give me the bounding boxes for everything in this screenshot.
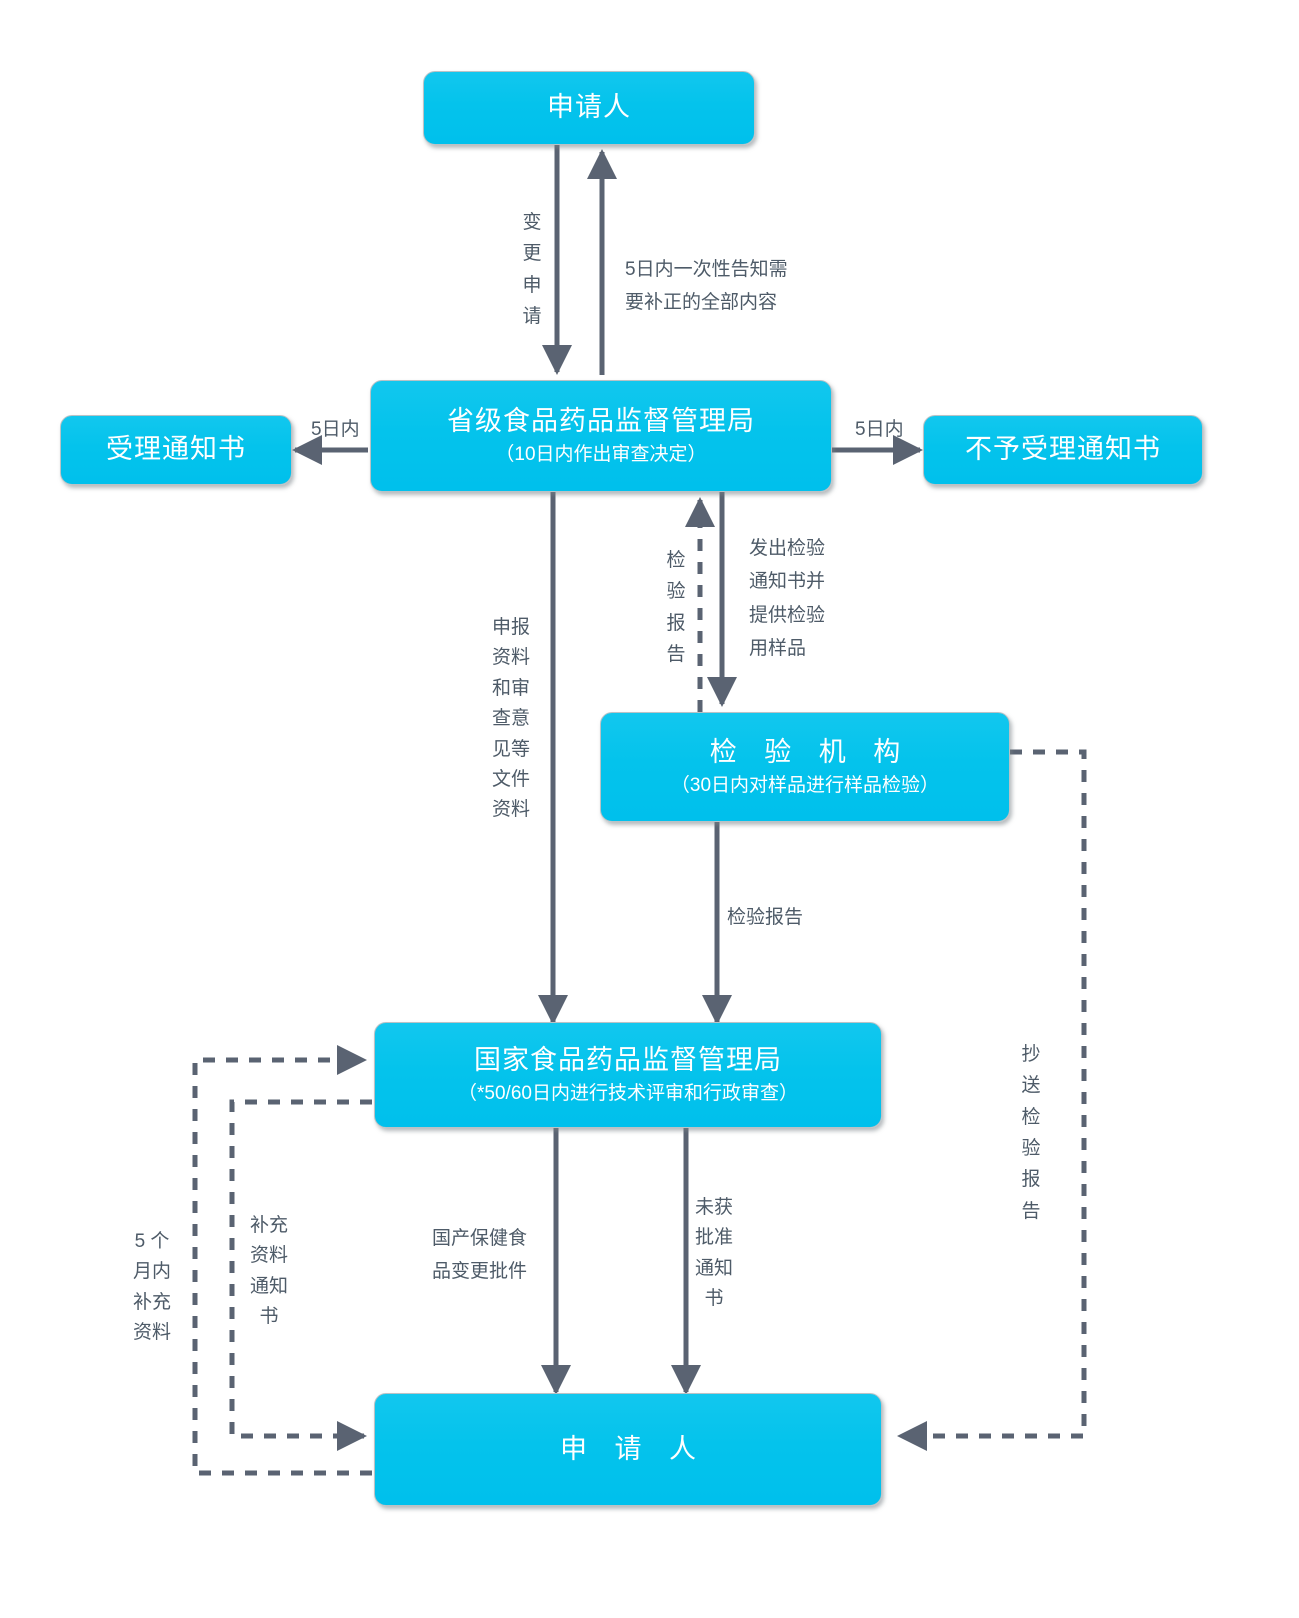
- node-provincial-bureau-subtitle: （10日内作出审查决定）: [495, 443, 707, 465]
- node-national-bureau-subtitle: （*50/60日内进行技术评审和行政审查）: [458, 1082, 798, 1104]
- label-copy-inspection-report: 抄送检验报告: [1021, 1044, 1041, 1222]
- node-rejection-notice[interactable]: 不予受理通知书: [923, 415, 1203, 485]
- label-change-application: 变更申请: [522, 212, 542, 328]
- node-applicant-top[interactable]: 申请人: [423, 71, 755, 145]
- node-inspection-agency[interactable]: 检 验 机 构 （30日内对样品进行样品检验）: [600, 712, 1010, 822]
- label-within-5-days-right: 5日内: [855, 419, 904, 440]
- node-national-bureau[interactable]: 国家食品药品监督管理局 （*50/60日内进行技术评审和行政审查）: [374, 1022, 882, 1128]
- label-supplement-notice: 补充资料通知书: [249, 1215, 288, 1328]
- node-inspection-agency-title: 检 验 机 构: [709, 736, 911, 767]
- node-applicant-bottom-title: 申 请 人: [559, 1433, 706, 1464]
- node-applicant-top-title: 申请人: [547, 92, 631, 123]
- node-rejection-notice-title: 不予受理通知书: [965, 434, 1161, 465]
- node-provincial-bureau-title: 省级食品药品监督管理局: [447, 405, 755, 436]
- label-supplement-in-5-months: 5 个月内补充资料: [132, 1231, 171, 1344]
- label-inspection-report-down: 检验报告: [727, 907, 804, 928]
- edge-supplement-in-5-months: [192, 1045, 372, 1476]
- edge-supplement-notice: [229, 1099, 372, 1451]
- label-within-5-days-left: 5日内: [311, 419, 360, 440]
- label-domestic-approval-doc: 国产保健食品变更批件: [432, 1228, 528, 1283]
- node-national-bureau-title: 国家食品药品监督管理局: [474, 1044, 782, 1075]
- label-declaration-materials: 申报资料和审查意见等文件资料: [491, 617, 530, 821]
- label-not-approved-notice: 未获批准通知书: [694, 1197, 733, 1310]
- node-applicant-bottom[interactable]: 申 请 人: [374, 1393, 882, 1506]
- label-issue-inspection-notice: 发出检验通知书并提供检验用样品: [749, 538, 826, 659]
- node-acceptance-notice[interactable]: 受理通知书: [60, 415, 292, 485]
- node-provincial-bureau[interactable]: 省级食品药品监督管理局 （10日内作出审查决定）: [370, 380, 832, 492]
- label-notify-corrections: 5日内一次性告知需要补正的全部内容: [625, 259, 788, 314]
- node-inspection-agency-subtitle: （30日内对样品进行样品检验）: [670, 774, 940, 796]
- edge-copy-inspection-report: [897, 749, 1087, 1451]
- node-acceptance-notice-title: 受理通知书: [106, 434, 246, 465]
- label-inspection-report-up: 检验报告: [666, 550, 686, 666]
